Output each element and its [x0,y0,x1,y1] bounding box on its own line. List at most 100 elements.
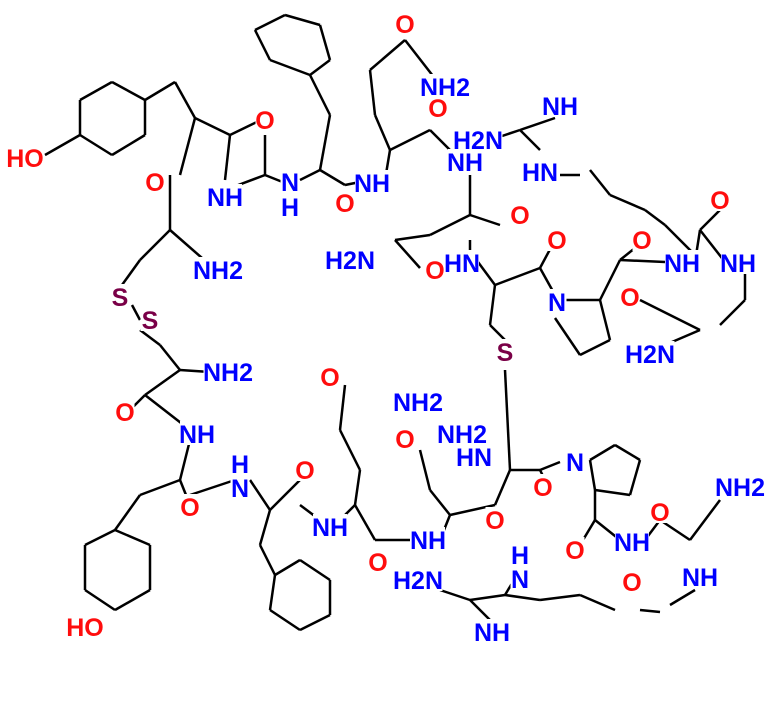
bond [503,369,512,471]
atom-label-o: O [547,227,566,255]
bond [609,193,646,212]
atom-label-o: O [510,202,529,230]
atom-label-n: NH [354,170,390,198]
label-background [193,257,243,281]
label-background [393,389,443,413]
label-background [110,284,130,308]
label-background [475,619,509,643]
bond [594,488,631,497]
atom-label-o: O [710,187,729,215]
label-background [510,566,530,590]
bond [429,213,471,237]
bond [144,368,181,397]
bond [269,479,301,511]
label-background [68,614,102,638]
label-background [650,499,670,523]
atom-label-n: NH [664,250,700,278]
bond [469,599,491,621]
atom-label-o: O [428,95,447,123]
label-background [425,257,445,281]
bond [598,259,622,301]
atom-label-o: O [395,11,414,39]
bond [84,588,116,612]
label-background [485,507,505,531]
atom-label-n: NH2 [715,474,765,502]
bond [588,459,597,491]
bond [173,81,197,119]
bond [248,479,272,511]
label-background [715,474,765,498]
bond [318,24,332,61]
label-background [547,289,567,313]
bond [476,261,497,286]
bond [579,338,611,357]
label-background [453,127,503,151]
atom-label-n: N [566,449,584,477]
label-background [445,250,479,274]
bond [284,13,321,27]
atom-label-n: NH [474,619,510,647]
bond [504,593,541,602]
atom-label-n: NH [447,149,483,177]
bond [589,169,611,196]
bond [394,233,431,242]
atom-label-n: HN [444,250,480,278]
label-background [437,421,487,445]
atom-label-o: O [255,107,274,135]
bond [469,213,501,227]
bond [299,558,331,582]
bond [494,266,541,287]
atom-label-o: O [295,457,314,485]
atom-label-s: S [142,307,159,335]
bond [258,544,277,576]
bond [619,258,666,264]
bond [223,134,232,181]
bond [139,229,171,261]
bond [254,13,286,32]
bond [258,509,272,546]
bond [519,129,541,151]
bond [644,209,666,226]
bond [539,460,561,472]
bond [489,324,506,341]
bond [299,168,321,182]
bond [309,59,331,76]
label-background [428,95,448,119]
bond [519,116,556,132]
atom-label-o: O [622,569,641,597]
bond [418,449,432,491]
bond [111,133,146,157]
bond [488,284,497,326]
label-background [533,474,553,498]
label-background [665,250,699,274]
bond [539,593,581,602]
bond [159,344,181,371]
label-background [625,341,675,365]
atom-label-o: O [145,169,164,197]
atom-label-n: N [511,566,529,594]
bond [269,58,311,77]
label-background [140,307,160,331]
bond [699,209,721,231]
bond [144,80,176,102]
bond [178,117,197,176]
atom-label-n: NH [179,421,215,449]
label-background [547,227,567,251]
bond [338,429,362,471]
bond [669,588,696,607]
bond [689,499,721,541]
bond [353,469,362,506]
bond [639,298,701,332]
atom-label-n: HN [522,159,558,187]
label-background [280,194,300,218]
atom-label-o: O [395,426,414,454]
atom-label-n: H2N [325,247,375,275]
atom-label-n: NH [720,250,756,278]
bond [614,443,641,462]
label-background [395,426,415,450]
bond [308,74,332,116]
label-background [622,569,642,593]
bond [319,168,346,187]
